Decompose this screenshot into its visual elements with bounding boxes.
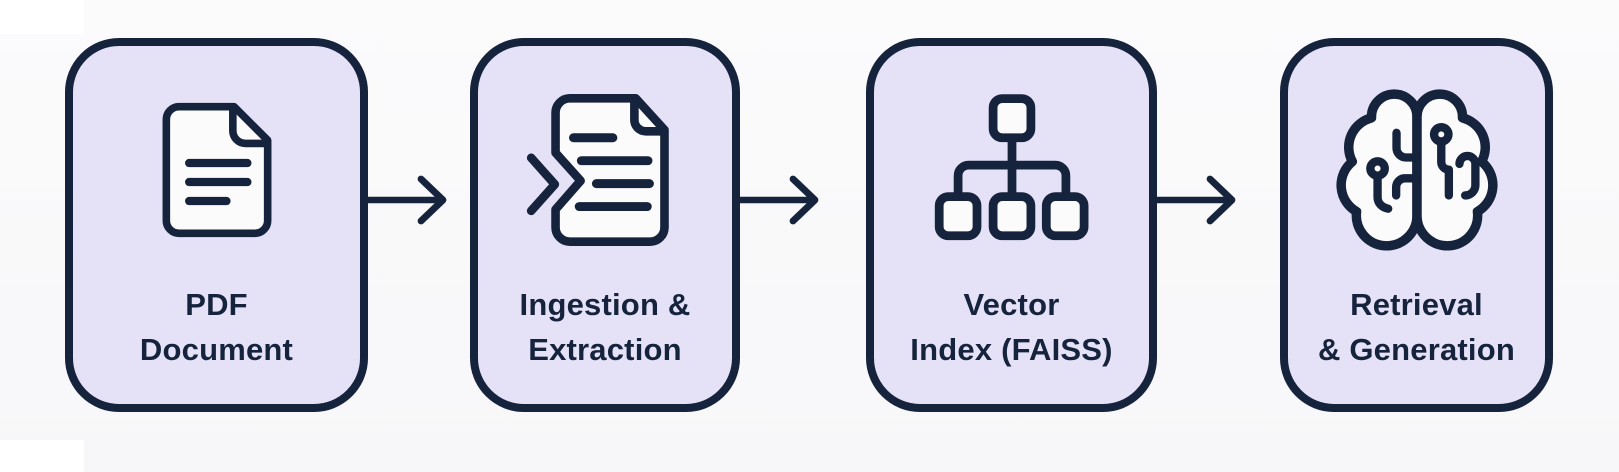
brain-circuit-icon xyxy=(1326,84,1508,256)
step-label-line: Vector xyxy=(963,287,1060,322)
step-label-line: Index (FAISS) xyxy=(910,332,1113,367)
step-label-line: Extraction xyxy=(528,332,682,367)
step-label: Ingestion & Extraction xyxy=(520,282,691,372)
background-artifact-top-left xyxy=(0,0,84,34)
step-card-vector-index: Vector Index (FAISS) xyxy=(866,38,1157,412)
step-card-ingestion-extraction: Ingestion & Extraction xyxy=(470,38,740,412)
step-label: PDF Document xyxy=(140,282,293,372)
step-label: Retrieval & Generation xyxy=(1318,282,1515,372)
step-card-retrieval-generation: Retrieval & Generation xyxy=(1280,38,1553,412)
flow-arrow xyxy=(1157,168,1280,232)
step-label-line: & Generation xyxy=(1317,332,1516,367)
background-artifact-bottom-left xyxy=(0,440,84,472)
document-ingest-icon xyxy=(519,84,691,256)
flow-arrow xyxy=(740,168,866,232)
step-label-line: Document xyxy=(139,332,294,367)
flow-diagram: PDF Document Ingestion & Extraction xyxy=(65,38,1553,412)
hierarchy-tree-icon xyxy=(928,84,1096,256)
step-label-line: Retrieval xyxy=(1350,287,1483,322)
document-icon xyxy=(141,84,293,256)
flow-arrow xyxy=(368,168,470,232)
step-label-line: PDF xyxy=(185,287,248,322)
step-card-pdf-document: PDF Document xyxy=(65,38,368,412)
step-label-line: Ingestion & xyxy=(519,287,691,322)
step-label: Vector Index (FAISS) xyxy=(910,282,1112,372)
